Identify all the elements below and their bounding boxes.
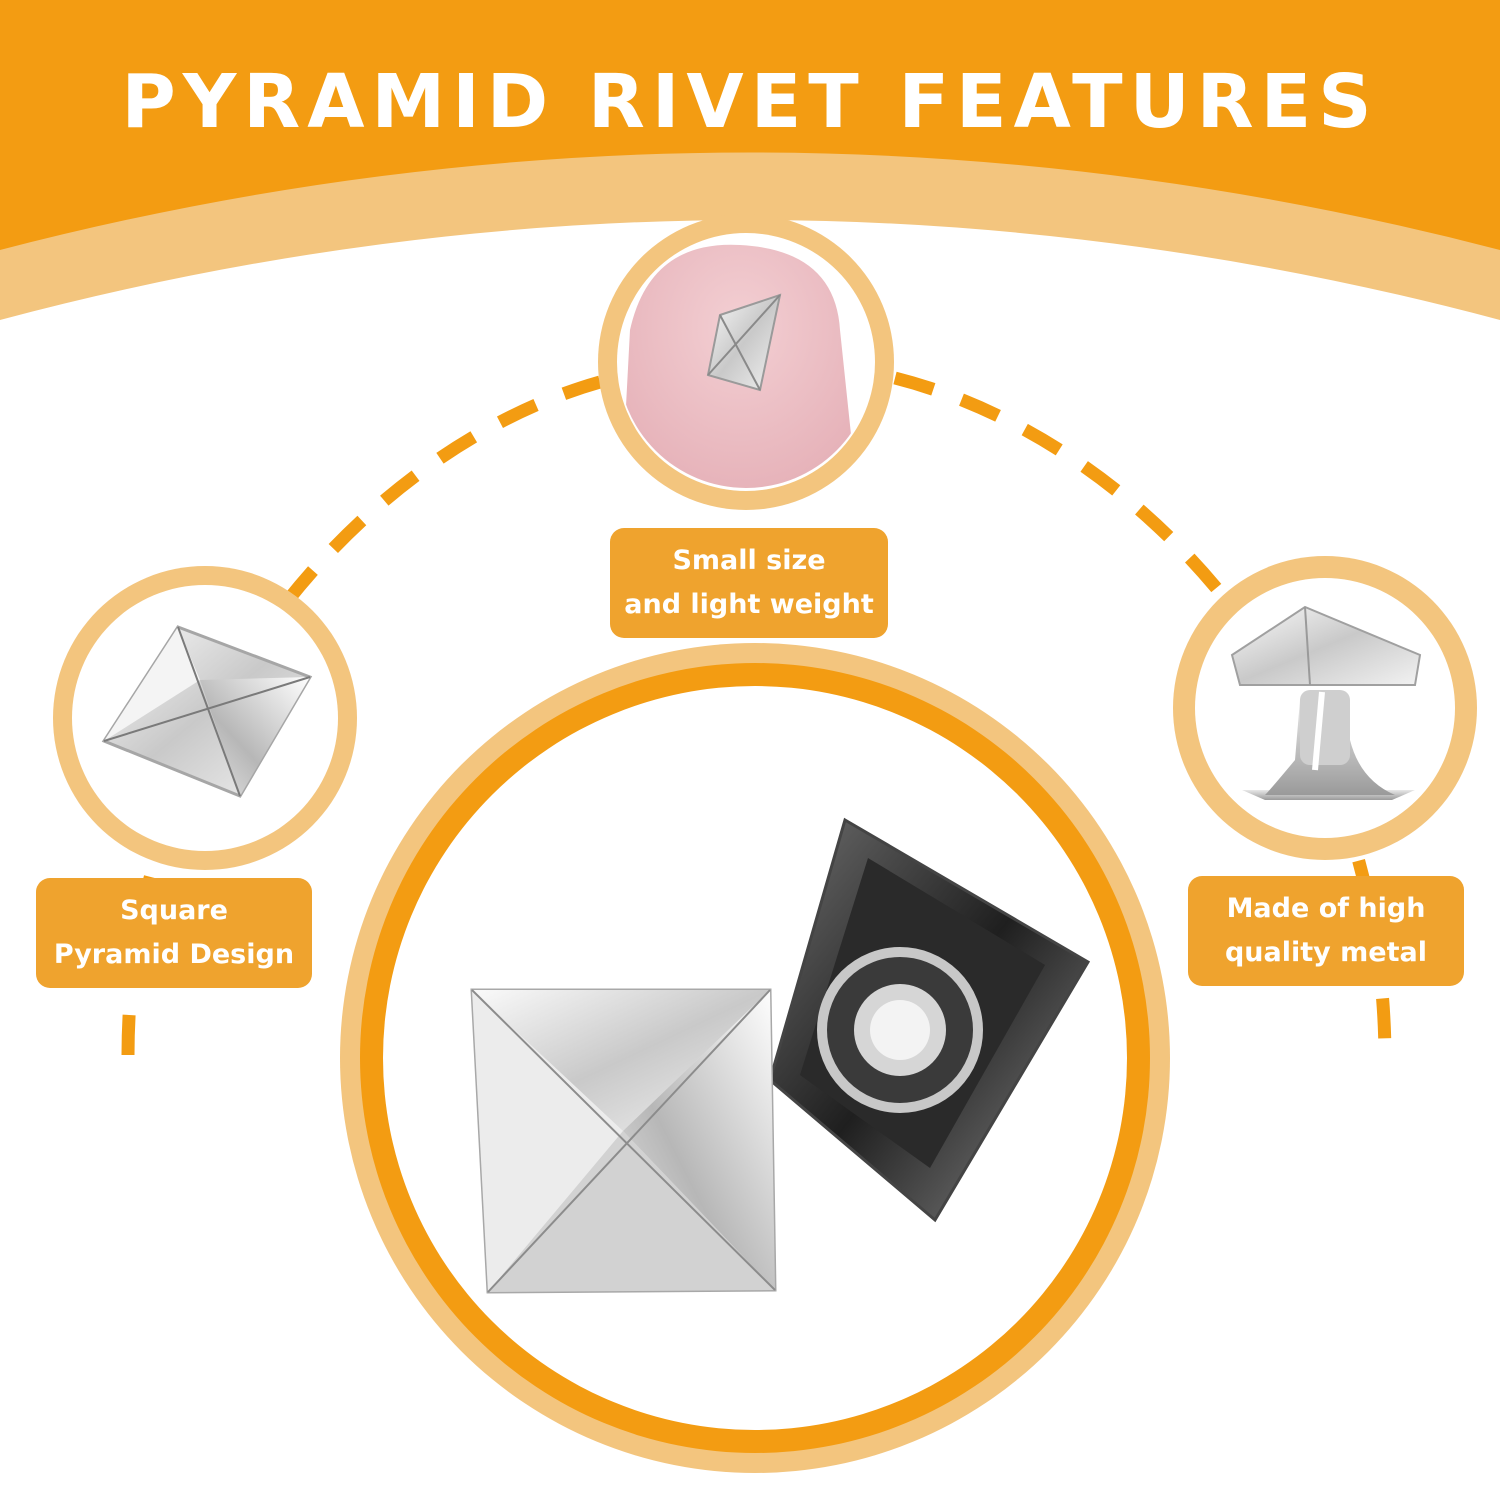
feature-label-line: Pyramid Design [53,939,295,970]
feature-label-line: Square [120,895,228,926]
feature-label-line: Made of high [1226,893,1426,924]
rivet-with-post-image [1230,605,1422,800]
feature-label-quality-metal: Made of high quality metal [1188,876,1464,986]
feature-label-line: quality metal [1224,937,1427,968]
page-title: PYRAMID RIVET FEATURES [121,59,1379,145]
pyramid-stud-image [101,625,313,798]
finger-with-rivet-image [620,244,860,488]
header-orange-band [0,0,1500,250]
feature-label-line: and light weight [624,589,874,620]
feature-label-small-size: Small size and light weight [610,528,888,638]
pyramid-rivet-front-and-back-image [470,817,1091,1294]
feature-label-square-pyramid: Square Pyramid Design [36,878,312,988]
feature-label-line: Small size [672,545,826,576]
